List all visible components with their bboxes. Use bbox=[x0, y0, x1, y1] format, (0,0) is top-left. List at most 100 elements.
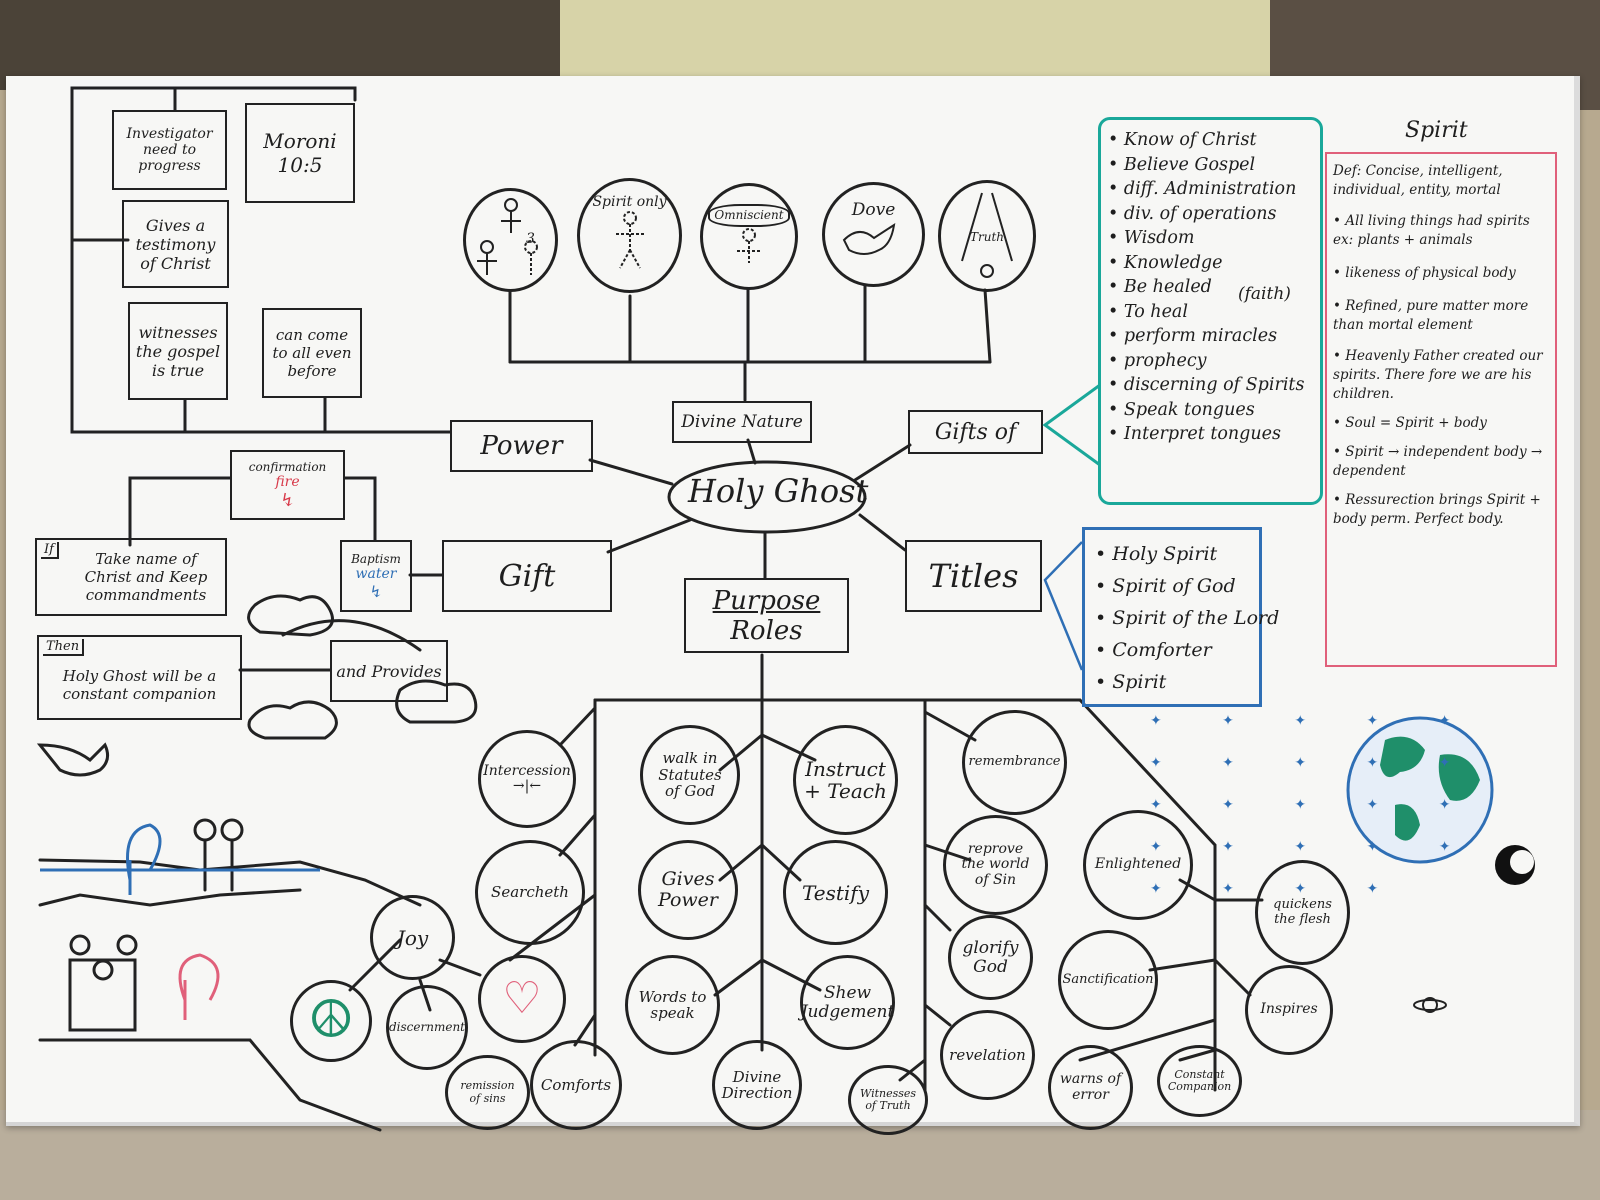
omniscient-circle: Omniscient bbox=[700, 183, 798, 290]
testimony-box: Gives a testimony of Christ bbox=[122, 200, 229, 288]
role-instruct: Instruct + Teach bbox=[793, 725, 898, 835]
role-testify: Testify bbox=[783, 840, 888, 945]
spirit-note: • All living things had spirits ex: plan… bbox=[1333, 212, 1549, 250]
spirit-panel-title: Spirit bbox=[1405, 118, 1468, 143]
role-glorify: glorify God bbox=[948, 915, 1033, 1000]
trinity-figures-icon bbox=[471, 195, 551, 285]
gift-item: Interpret tongues bbox=[1108, 422, 1304, 447]
role-searcheth: Searcheth bbox=[475, 840, 585, 945]
gift-item: diff. Administration bbox=[1108, 177, 1304, 202]
title-item: Spirit of the Lord bbox=[1095, 602, 1279, 634]
heart-circle: ♡ bbox=[478, 955, 566, 1043]
spirit-note: • Ressurection brings Spirit + body perm… bbox=[1333, 491, 1549, 529]
gift-item: Speak tongues bbox=[1108, 398, 1304, 423]
role-words: Words to speak bbox=[625, 955, 720, 1055]
peace-circle: ☮ bbox=[290, 980, 372, 1062]
trinity-circle: 3 bbox=[463, 188, 558, 292]
gifts-callout-arrow bbox=[1040, 380, 1102, 470]
spirit-only-label: Spirit only bbox=[592, 195, 666, 210]
role-walk: walk in Statutes of God bbox=[640, 725, 740, 825]
dove-label: Dove bbox=[852, 201, 896, 220]
faith-note: (faith) bbox=[1238, 285, 1291, 305]
hg-symbol-red-icon: ↯ bbox=[280, 490, 295, 511]
gift-box: Gift bbox=[442, 540, 612, 612]
titles-box: Titles bbox=[905, 540, 1042, 612]
omniscient-bubble: Omniscient bbox=[708, 204, 789, 227]
spirit-note: • Refined, pure matter more than mortal … bbox=[1333, 297, 1549, 335]
spirit-note: Def: Concise, intelligent, individual, e… bbox=[1333, 162, 1549, 200]
title-item: Spirit of God bbox=[1095, 570, 1279, 602]
role-sanctification: Sanctification bbox=[1058, 930, 1158, 1030]
saturn-icon bbox=[1410, 990, 1450, 1020]
then-box: Then Holy Ghost will be a constant compa… bbox=[37, 635, 242, 720]
if-label: If bbox=[41, 542, 59, 559]
hg-symbol-blue-icon: ↯ bbox=[369, 582, 382, 601]
role-remembrance: remembrance bbox=[962, 710, 1067, 815]
if-text: Take name of Christ and Keep commandment… bbox=[73, 550, 219, 604]
gift-item: Wisdom bbox=[1108, 226, 1304, 251]
thinking-figure-icon bbox=[729, 227, 769, 267]
if-box: If Take name of Christ and Keep commandm… bbox=[35, 538, 227, 616]
roles-label: Roles bbox=[730, 616, 802, 646]
gifts-of-box: Gifts of bbox=[908, 410, 1043, 454]
gift-item: prophecy bbox=[1108, 349, 1304, 374]
can-come-box: can come to all even before bbox=[262, 308, 362, 398]
truth-label: Truth bbox=[970, 231, 1004, 244]
spirit-figure-icon bbox=[610, 210, 650, 270]
titles-list: Holy Spirit Spirit of God Spirit of the … bbox=[1095, 538, 1279, 698]
baptism-box: Baptism water ↯ bbox=[340, 540, 412, 612]
gift-item: Knowledge bbox=[1108, 251, 1304, 276]
moroni-box: Moroni 10:5 bbox=[245, 103, 355, 203]
role-warns: warns of error bbox=[1048, 1045, 1133, 1130]
role-revelation: revelation bbox=[940, 1010, 1035, 1100]
title-item: Holy Spirit bbox=[1095, 538, 1279, 570]
confirmation-box: confirmation fire ↯ bbox=[230, 450, 345, 520]
role-remission: remission of sins bbox=[445, 1055, 530, 1130]
count-label: 3 bbox=[526, 231, 535, 247]
purpose-roles-box: Purpose Roles bbox=[684, 578, 849, 653]
role-inspires: Inspires bbox=[1245, 965, 1333, 1055]
baptism-label: Baptism bbox=[351, 552, 401, 566]
heart-icon: ♡ bbox=[502, 975, 541, 1023]
role-constant: Constant Companion bbox=[1157, 1045, 1242, 1117]
gift-item: div. of operations bbox=[1108, 202, 1304, 227]
role-joy: Joy bbox=[370, 895, 455, 980]
role-shew: Shew Judgement bbox=[800, 955, 895, 1050]
holy-ghost-center: Holy Ghost bbox=[688, 473, 868, 510]
and-provides-box: and Provides bbox=[330, 640, 448, 702]
role-divine-direction: Divine Direction bbox=[712, 1040, 802, 1130]
divine-nature-box: Divine Nature bbox=[672, 401, 812, 443]
gift-item: perform miracles bbox=[1108, 324, 1304, 349]
spirit-only-circle: Spirit only bbox=[577, 178, 682, 293]
role-discernment: discernment bbox=[386, 985, 468, 1070]
role-reprove: reprove the world of Sin bbox=[943, 815, 1048, 915]
titles-callout-bracket bbox=[1040, 540, 1085, 680]
role-comforts: Comforts bbox=[530, 1040, 622, 1130]
arrows-icon: →|← bbox=[513, 779, 541, 794]
peace-icon: ☮ bbox=[308, 992, 355, 1049]
power-box: Power bbox=[450, 420, 593, 472]
role-witnesses-truth: Witnesses of Truth bbox=[848, 1065, 928, 1135]
spirit-note: • Spirit → independent body → dependent bbox=[1333, 443, 1549, 481]
spirit-note: • Heavenly Father created our spirits. T… bbox=[1333, 347, 1549, 404]
water-label: water bbox=[356, 566, 397, 582]
gift-item: Believe Gospel bbox=[1108, 153, 1304, 178]
dove-icon bbox=[839, 220, 909, 260]
then-text: Holy Ghost will be a constant companion bbox=[45, 667, 234, 703]
title-item: Spirit bbox=[1095, 666, 1279, 698]
role-intercession: Intercession→|← bbox=[478, 730, 576, 828]
title-item: Comforter bbox=[1095, 634, 1279, 666]
spirit-panel: Def: Concise, intelligent, individual, e… bbox=[1325, 152, 1557, 667]
witnesses-box: witnesses the gospel is true bbox=[128, 302, 228, 400]
fire-label: fire bbox=[275, 474, 299, 490]
truth-circle: Truth bbox=[938, 180, 1036, 292]
purpose-label: Purpose bbox=[713, 586, 821, 616]
role-label: Intercession bbox=[483, 764, 571, 779]
spirit-note: • likeness of physical body bbox=[1333, 264, 1549, 283]
investigator-box: Investigator need to progress bbox=[112, 110, 227, 190]
role-gives-power: Gives Power bbox=[638, 840, 738, 940]
dove-circle: Dove bbox=[822, 182, 925, 287]
then-label: Then bbox=[43, 639, 84, 656]
stars-decoration: ✦ ✦ ✦ ✦ ✦ ✦ ✦ ✦ ✦ ✦ ✦ ✦ ✦ ✦ ✦ ✦ ✦ ✦ ✦ ✦ … bbox=[1150, 700, 1550, 910]
gift-item: Know of Christ bbox=[1108, 128, 1304, 153]
